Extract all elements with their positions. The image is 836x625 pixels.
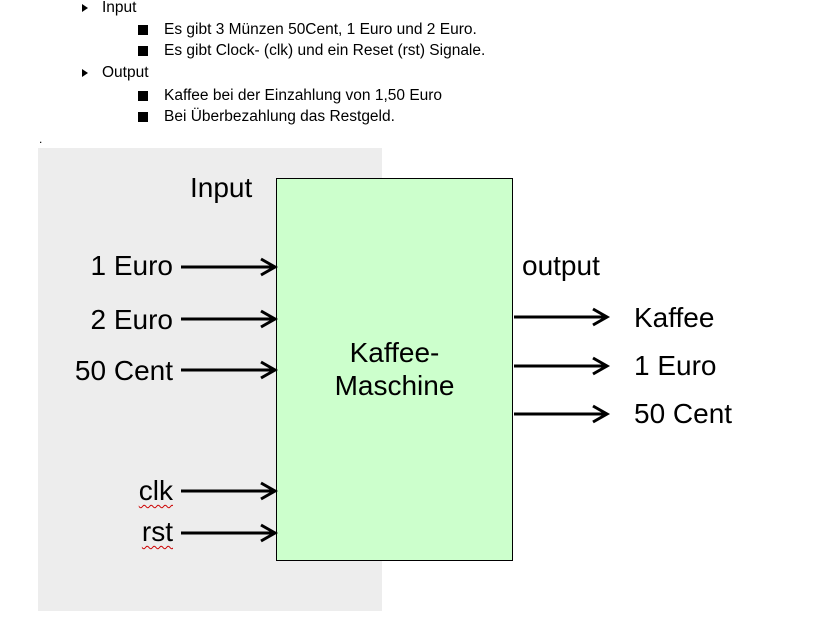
triangle-bullet-icon bbox=[82, 68, 88, 77]
arrow-input-rst bbox=[181, 523, 279, 543]
machine-label-line1: Kaffee- bbox=[349, 337, 440, 368]
output-heading: Output bbox=[102, 64, 149, 81]
output-label-50-cent: 50 Cent bbox=[634, 398, 733, 429]
square-bullet-icon bbox=[138, 24, 148, 35]
arrow-input-2-euro bbox=[181, 309, 279, 329]
input-label-rst: rst bbox=[141, 516, 173, 547]
output-item: Kaffee bei der Einzahlung von 1,50 Euro bbox=[138, 86, 442, 105]
input-label-2-euro: 2 Euro bbox=[90, 304, 174, 335]
arrow-output-50-cent bbox=[514, 404, 611, 424]
coffee-machine-box bbox=[276, 178, 513, 561]
input-item-text: Es gibt 3 Münzen 50Cent, 1 Euro und 2 Eu… bbox=[164, 21, 477, 38]
machine-label-line2: Maschine bbox=[334, 370, 455, 401]
output-heading-row: Output bbox=[82, 63, 149, 82]
input-item: Es gibt Clock- (clk) und ein Reset (rst)… bbox=[138, 41, 485, 60]
output-label-kaffee: Kaffee bbox=[634, 302, 715, 333]
square-bullet-icon bbox=[138, 90, 148, 101]
output-label-1-euro: 1 Euro bbox=[634, 350, 717, 381]
input-item-text: Es gibt Clock- (clk) und ein Reset (rst)… bbox=[164, 42, 486, 59]
stray-mark: . bbox=[39, 132, 43, 146]
arrow-input-50-cent bbox=[181, 360, 279, 380]
diagram-output-label: output bbox=[522, 250, 600, 281]
triangle-bullet-icon bbox=[82, 3, 88, 12]
input-heading-row: Input bbox=[82, 0, 136, 17]
square-bullet-icon bbox=[138, 111, 148, 122]
arrow-output-kaffee bbox=[514, 307, 611, 327]
input-label-1-euro: 1 Euro bbox=[90, 250, 174, 281]
arrow-input-clk bbox=[181, 481, 279, 501]
arrow-output-1-euro bbox=[514, 356, 611, 376]
machine-label: Kaffee- Maschine bbox=[276, 336, 513, 402]
input-heading: Input bbox=[102, 0, 137, 16]
square-bullet-icon bbox=[138, 45, 148, 56]
output-item-text: Bei Überbezahlung das Restgeld. bbox=[164, 108, 395, 125]
diagram-input-label: Input bbox=[190, 172, 253, 203]
input-item: Es gibt 3 Münzen 50Cent, 1 Euro und 2 Eu… bbox=[138, 20, 477, 39]
output-item: Bei Überbezahlung das Restgeld. bbox=[138, 107, 395, 126]
arrow-input-1-euro bbox=[181, 257, 279, 277]
output-item-text: Kaffee bei der Einzahlung von 1,50 Euro bbox=[164, 87, 443, 104]
input-label-50-cent: 50 Cent bbox=[74, 355, 173, 386]
input-label-clk: clk bbox=[138, 475, 173, 506]
